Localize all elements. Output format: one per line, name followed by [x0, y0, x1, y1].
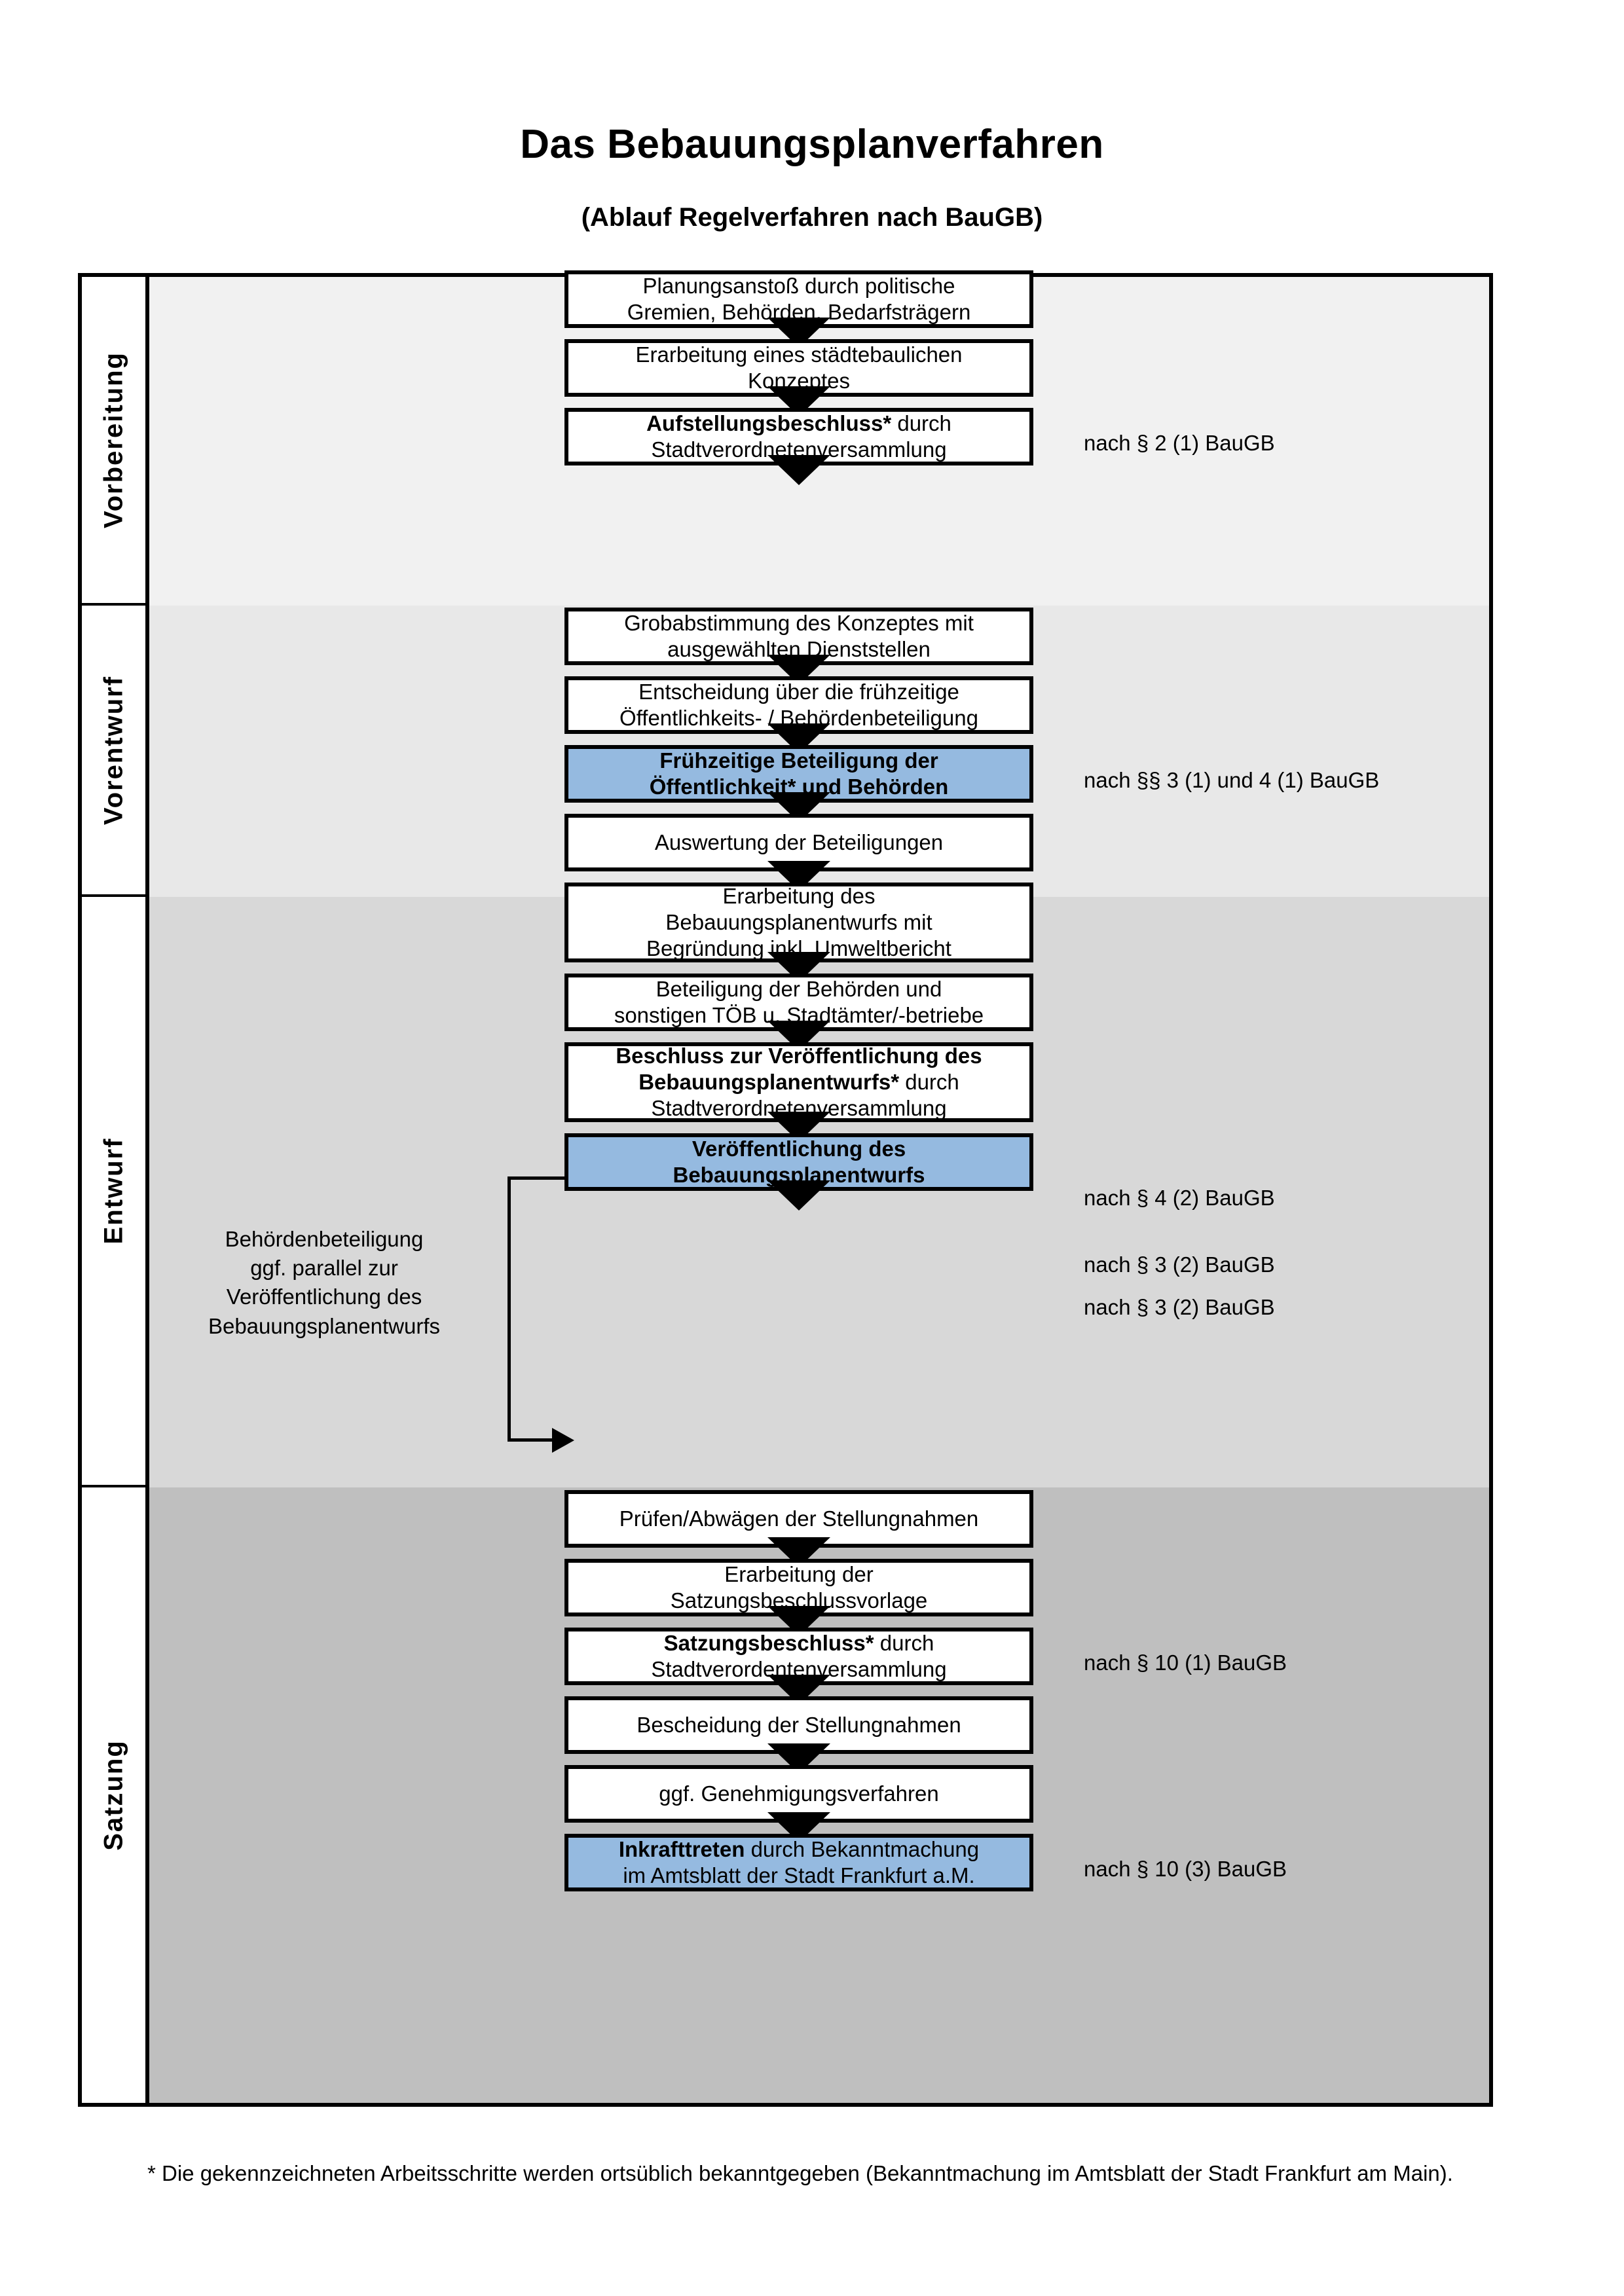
node-text-3a: Aufstellungsbeschluss* [646, 410, 892, 435]
phase-label-vorbereitung: Vorbereitung [99, 352, 128, 528]
node-text-14a: Satzungsbeschluss* [663, 1630, 874, 1655]
phase-column-divider [145, 277, 149, 2103]
node-text-8b: Bebauungsplanentwurfs mit [665, 909, 932, 934]
node-text-9a: Beteiligung der Behörden und [655, 976, 942, 1001]
node-text-8a: Erarbeitung des [722, 883, 876, 908]
node-text-3b: durch [891, 410, 951, 435]
node-text-15a: Bescheidung der Stellungnahmen [637, 1712, 961, 1737]
phase-label-cell-vorbereitung: Vorbereitung [82, 277, 145, 606]
sidenote-line-4: Bebauungsplanentwurfs [208, 1313, 441, 1338]
node-text-7a: Auswertung der Beteiligungen [654, 829, 944, 854]
process-node-aufstellungsbeschluss[interactable]: Aufstellungsbeschluss* durch Stadtverord… [564, 408, 1033, 465]
annotation-par-3-2-beschluss: nach § 3 (2) BauGB [1084, 1252, 1275, 1277]
sidenote-line-1: Behördenbeteiligung [225, 1227, 424, 1251]
annotation-par-10-1: nach § 10 (1) BauGB [1084, 1650, 1287, 1675]
node-text-2a: Erarbeitung eines städtebaulichen [635, 342, 963, 367]
flowchart-frame: Vorbereitung Vorentwurf Entwurf Satzung … [78, 270, 1493, 2107]
phase-label-vorentwurf: Vorentwurf [99, 675, 128, 825]
node-text-17a: Inkrafttreten [618, 1836, 745, 1861]
phase-label-cell-entwurf: Entwurf [82, 897, 145, 1487]
flow-arrow-11 [767, 1180, 830, 1211]
page-title: Das Bebauungsplanverfahren [520, 122, 1104, 167]
node-text-6a: Frühzeitige Beteiligung der [659, 748, 938, 773]
sidenote-line-2: ggf. parallel zur [250, 1256, 398, 1281]
node-text-17b: durch Bekanntmachung [745, 1836, 980, 1861]
phase-label-satzung: Satzung [99, 1740, 128, 1851]
feedback-connector-top [507, 1176, 566, 1180]
node-text-10a: Beschluss zur Veröffentlichung des [616, 1043, 982, 1068]
footnote-text: * Die gekennzeichneten Arbeitsschritte w… [147, 2161, 1453, 2185]
phase-label-cell-vorentwurf: Vorentwurf [82, 606, 145, 897]
node-text-11a: Veröffentlichung des [692, 1136, 906, 1161]
process-node-inkrafttreten[interactable]: Inkrafttreten durch Bekanntmachung im Am… [564, 1834, 1033, 1891]
annotation-par-2-1: nach § 2 (1) BauGB [1084, 431, 1275, 455]
node-text-10c: durch [899, 1069, 959, 1094]
phase-label-cell-satzung: Satzung [82, 1487, 145, 2103]
process-node-auswertung-beteiligungen[interactable]: Auswertung der Beteiligungen [564, 814, 1033, 871]
feedback-connector-bottom [507, 1438, 553, 1442]
node-text-16a: ggf. Genehmigungsverfahren [659, 1781, 939, 1806]
node-text-14b: durch [874, 1630, 934, 1655]
node-text-12a: Prüfen/Abwägen der Stellungnahmen [619, 1506, 979, 1531]
node-text-13a: Erarbeitung der [724, 1561, 874, 1586]
feedback-connector-vert [507, 1176, 511, 1441]
node-text-10b: Bebauungsplanentwurfs* [638, 1069, 900, 1094]
process-node-beschluss-veroeffentlichung[interactable]: Beschluss zur Veröffentlichung des Bebau… [564, 1042, 1033, 1122]
node-text-5a: Entscheidung über die frühzeitige [638, 679, 959, 704]
feedback-connector-arrowhead [552, 1428, 574, 1453]
annotation-par-3-1-4-1: nach §§ 3 (1) und 4 (1) BauGB [1084, 768, 1380, 792]
node-text-17c: im Amtsblatt der Stadt Frankfurt a.M. [623, 1863, 975, 1887]
phase-label-entwurf: Entwurf [99, 1137, 128, 1245]
page-subtitle: (Ablauf Regelverfahren nach BauGB) [581, 203, 1043, 232]
annotation-par-4-2: nach § 4 (2) BauGB [1084, 1186, 1275, 1210]
sidenote-behoerdenbeteiligung: Behördenbeteiligung ggf. parallel zur Ve… [154, 1225, 494, 1341]
process-node-fruehzeitige-beteiligung[interactable]: Frühzeitige Beteiligung der Öffentlichke… [564, 745, 1033, 803]
process-node-erarbeitung-bebauungsplanentwurf[interactable]: Erarbeitung des Bebauungsplanentwurfs mi… [564, 883, 1033, 962]
node-text-1a: Planungsanstoß durch politische [642, 273, 955, 298]
flow-arrow-3 [767, 455, 830, 485]
node-text-4a: Grobabstimmung des Konzeptes mit [624, 610, 974, 635]
annotation-par-3-2-veroeffentlichung: nach § 3 (2) BauGB [1084, 1295, 1275, 1319]
annotation-par-10-3: nach § 10 (3) BauGB [1084, 1857, 1287, 1881]
sidenote-line-3: Veröffentlichung des [226, 1285, 422, 1309]
